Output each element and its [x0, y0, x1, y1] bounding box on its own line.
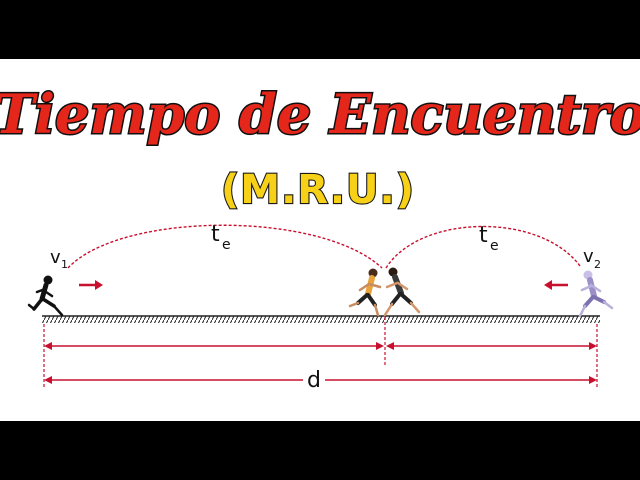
arrow-left-icon: [544, 280, 568, 290]
v2-label-main: v: [583, 246, 594, 267]
runner-meeting-a-icon: [348, 268, 382, 317]
diagram-subtitle: (M.R.U.): [221, 167, 415, 213]
time-arc-right: [385, 225, 581, 269]
arrow-right-icon: [79, 280, 103, 290]
te-label-left-main: t: [211, 222, 220, 247]
distance-segment-left: [44, 342, 384, 350]
runner-left-icon: [27, 275, 64, 317]
distance-label-bg: [303, 366, 325, 390]
content-panel: [0, 59, 640, 421]
bottom-letterbox: [0, 421, 640, 480]
distance-segment-right: [386, 342, 597, 350]
time-arc-left: [67, 224, 383, 269]
te-label-left-sub: e: [222, 237, 231, 253]
v1-label-sub: 1: [61, 258, 68, 271]
ground-hatch: [42, 316, 600, 323]
te-label-right-main: t: [479, 223, 488, 248]
top-letterbox: [0, 0, 640, 59]
diagram-title: Tiempo de Encuentro: [0, 82, 640, 146]
v1-label-main: v: [50, 247, 61, 268]
runner-right-icon: [578, 270, 614, 318]
distance-label: d: [307, 368, 321, 393]
v2-label-sub: 2: [594, 258, 601, 271]
runner-meeting-b-icon: [383, 267, 421, 317]
te-label-right-sub: e: [490, 238, 499, 254]
